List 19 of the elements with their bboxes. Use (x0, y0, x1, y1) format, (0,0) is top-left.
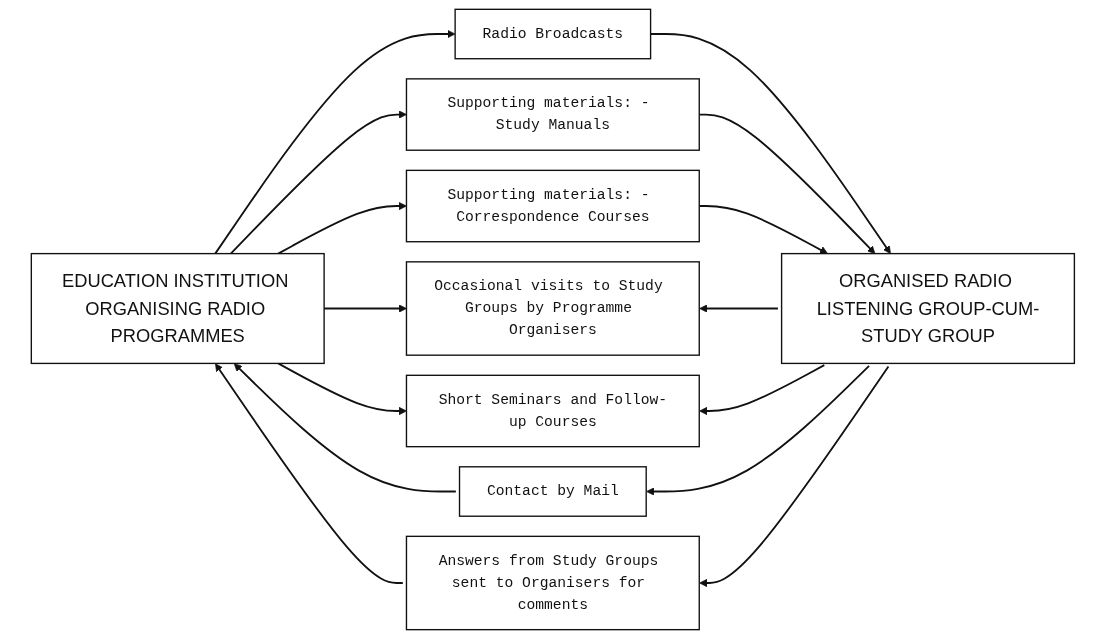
arrow (215, 363, 404, 584)
node-box: Short Seminars and Follow-up Courses (405, 374, 701, 448)
node-box: Contact by Mail (458, 466, 648, 517)
arrow (699, 364, 826, 415)
arrow (214, 30, 456, 255)
arrow (230, 110, 407, 255)
arrow (699, 304, 779, 313)
node-box: Answers from Study Groups sent to Organisers for comments (405, 535, 701, 631)
node-box: EDUCATION INSTITUTION ORGANISING RADIO PROGRAMMES (30, 252, 325, 365)
node-box: Supporting materials: - Study Manuals (405, 78, 701, 151)
arrow (234, 363, 457, 493)
arrow (277, 362, 407, 415)
arrow (277, 202, 407, 255)
node-box: Supporting materials: - Correspondence Courses (405, 169, 701, 243)
arrow (646, 365, 871, 496)
node-box: Occasional visits to Study Groups by Programme Organisers (405, 261, 701, 356)
arrow (699, 365, 890, 588)
node-box: ORGANISED RADIO LISTENING GROUP-CUM-STUDY GROUP (781, 252, 1076, 365)
node-box: Radio Broadcasts (454, 8, 652, 60)
